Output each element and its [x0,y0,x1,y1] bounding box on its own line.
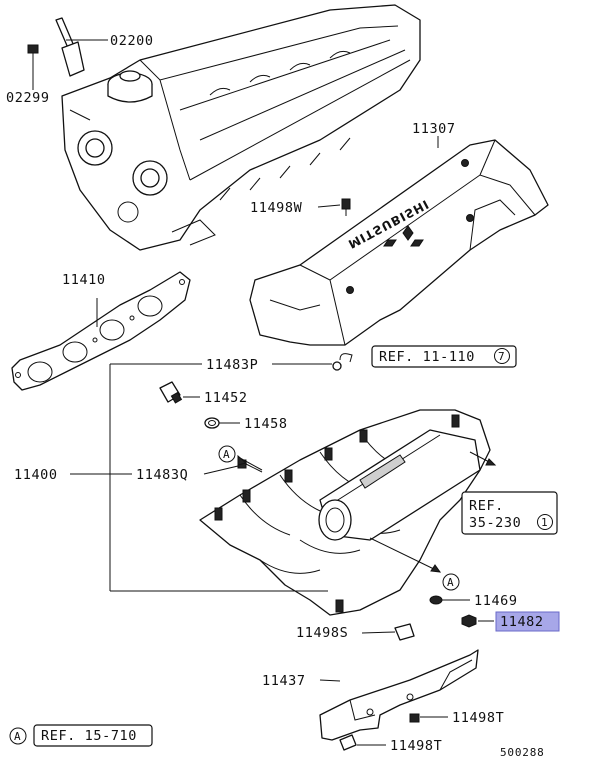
bolt-11498s-drawing [361,623,415,641]
fitting-11483p-drawing [332,353,353,371]
marker-a-upper: A [218,445,236,463]
bracket-11437-drawing [319,649,479,751]
ref-35-230-text: 35-230 [469,515,521,531]
ref-35-230-number: 1 [541,516,548,529]
engine-cover-drawing: MITSUBISHI [249,139,549,346]
ref-35-230-box[interactable]: REF. 35-230 1 [461,491,558,535]
intake-gasket-drawing [11,271,191,391]
callout-11498s: 11498S [296,625,348,641]
ref-35-230-label: REF. [469,498,504,514]
marker-a-lower: A [442,573,460,591]
callout-02200: 02200 [110,33,154,49]
callout-11498t-lower: 11498T [390,738,442,754]
ref-11-110-number: 7 [498,350,505,363]
callout-11498t-upper: 11498T [452,710,504,726]
mitsubishi-logo-icon [383,225,424,247]
svg-text:A: A [223,448,230,461]
callout-11469: 11469 [474,593,518,609]
callout-11410: 11410 [62,272,106,288]
ref-11-110-box[interactable]: REF. 11-110 7 [371,345,517,368]
callout-11498w: 11498W [250,200,303,216]
callout-11400: 11400 [14,467,58,483]
cylinder-head-drawing [27,4,421,251]
drawing-number: 500288 [500,746,545,759]
ref-11-110-text: REF. 11-110 [379,349,475,365]
callout-11458: 11458 [244,416,288,432]
nut-11469-drawing [429,595,443,605]
callout-11307: 11307 [412,121,456,137]
callout-11483q: 11483Q [136,467,188,483]
callout-11483p: 11483P [206,357,258,373]
leader-lines [32,39,497,746]
nut-11482-drawing [461,614,477,628]
svg-text:A: A [447,576,454,589]
highlight-11482 [495,611,560,632]
callout-11482: 11482 [500,614,544,630]
part-callouts: 02200 02299 11307 11498W 11410 11483P 11… [6,33,560,754]
ref-15-710-text: REF. 15-710 [41,728,137,744]
oring-11458-drawing [204,417,220,429]
ref-15-710-box[interactable]: A REF. 15-710 [9,724,153,747]
sensor-11452-drawing [159,381,183,404]
callout-11437: 11437 [262,673,306,689]
callout-02299: 02299 [6,90,50,106]
callout-11452: 11452 [204,390,248,406]
intake-manifold-drawing [199,409,491,616]
ref-15-710-marker: A [14,730,21,743]
